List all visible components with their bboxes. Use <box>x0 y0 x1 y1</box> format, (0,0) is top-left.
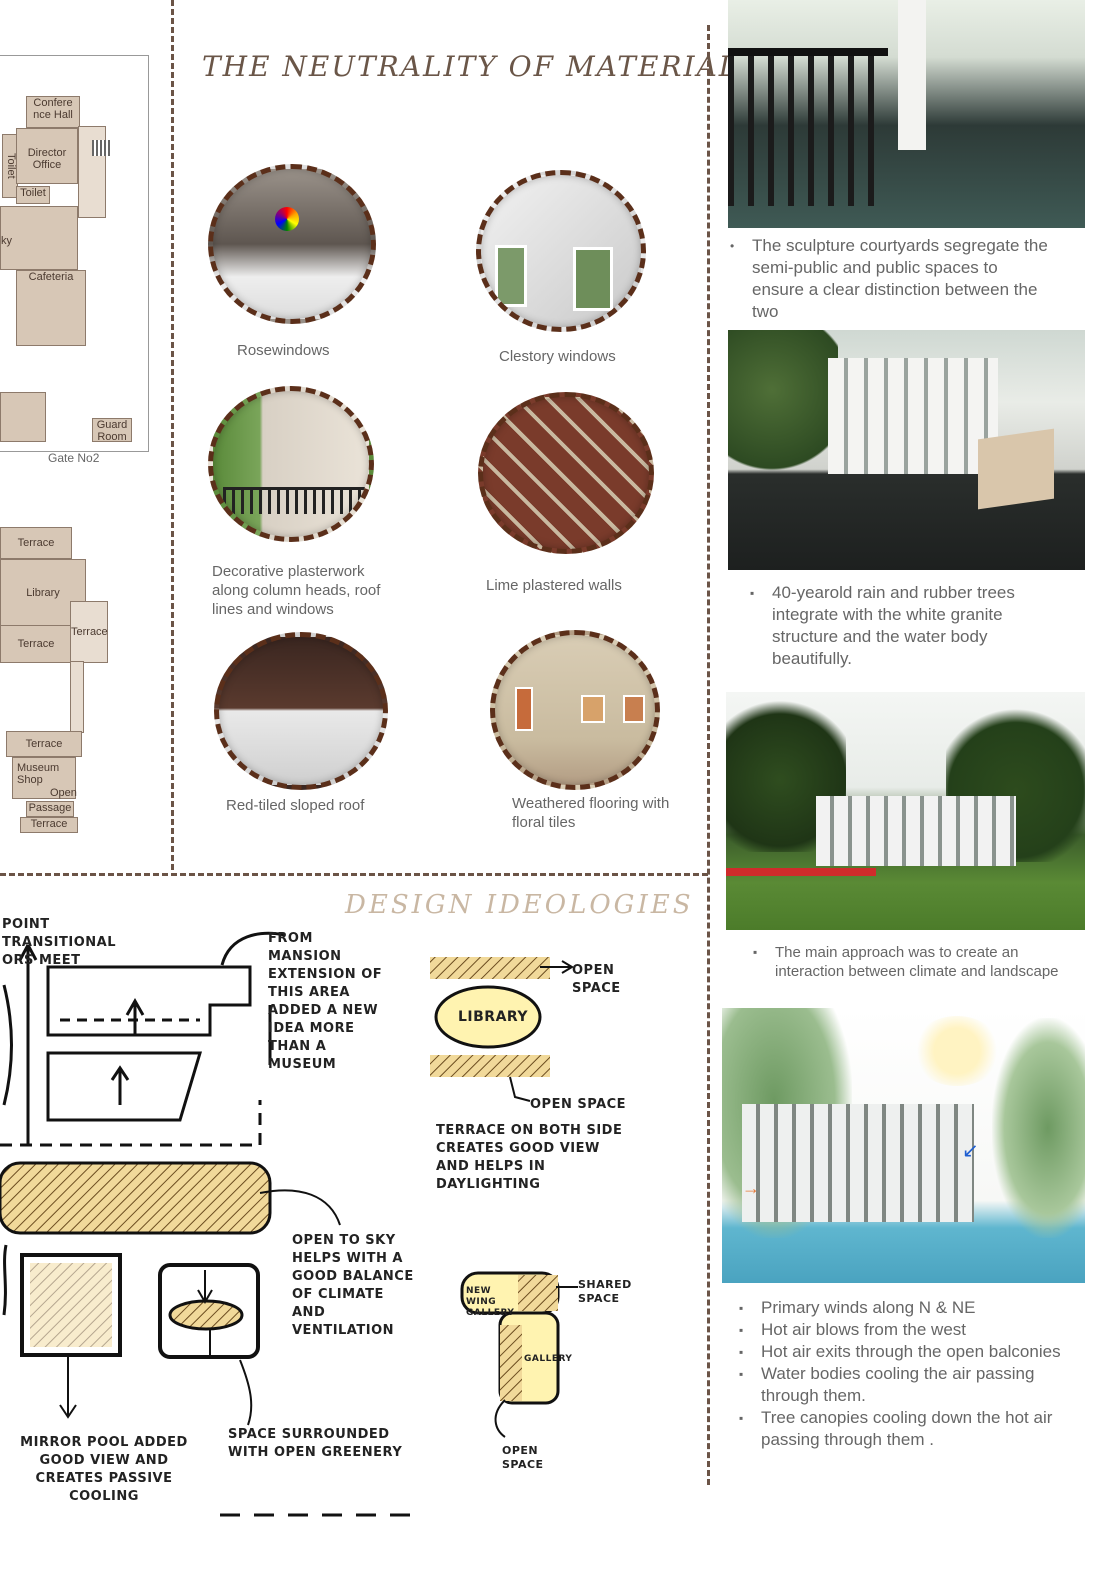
mirror-pool-hatch <box>0 1161 272 1235</box>
clerestory-window-icon-2 <box>573 247 613 311</box>
plan-terrace-2: Terrace <box>0 625 72 663</box>
material-circle-lime-walls <box>478 392 654 554</box>
caption-rosewindows: Rosewindows <box>237 342 330 359</box>
clerestory-window-icon <box>495 245 527 307</box>
plan-terrace-4: Terrace <box>6 731 82 757</box>
plan-corridor <box>70 661 84 733</box>
material-circle-clerestory <box>476 170 646 332</box>
tree-icon <box>728 330 838 480</box>
open-space-hatch-top <box>430 957 550 979</box>
bullet-sculpture-courtyards: •The sculpture courtyards segregate the … <box>730 236 1048 321</box>
sky-square-sketch <box>158 1263 260 1359</box>
material-title: THE NEUTRALITY OF MATERIAL <box>202 50 740 83</box>
plan-room-toilet: Toilet <box>16 186 50 204</box>
note-open-space-top: OPEN SPACE <box>572 963 621 996</box>
bullet-dot-icon: • <box>730 239 735 253</box>
note-open-space-gallery: OPEN SPACE <box>502 1444 544 1471</box>
building-icon <box>828 358 998 474</box>
bullet-dot-icon-2: ▪ <box>750 586 755 600</box>
sun-arc-icon <box>912 1016 1002 1086</box>
photo-white-building <box>728 330 1085 570</box>
plan-room-sky: ky <box>0 206 78 270</box>
railing-icon <box>223 487 369 514</box>
divider-vertical-right <box>707 25 710 1485</box>
wind-bullet-1: ▪Primary winds along N & NE <box>739 1298 976 1317</box>
plan-terrace-1: Terrace <box>0 527 72 559</box>
material-circle-tiled-roof <box>214 632 388 790</box>
design-title: DESIGN IDEOLOGIES <box>345 890 694 920</box>
note-mirror-pool: MIRROR POOL ADDED GOOD VIEW AND CREATES … <box>20 1435 188 1504</box>
open-space-hatch-bottom <box>430 1055 550 1077</box>
wind-bullet-4: ▪Water bodies cooling the air passing th… <box>739 1364 1035 1405</box>
divider-vertical-left <box>171 0 174 870</box>
note-open-space-bottom: OPEN SPACE <box>530 1097 627 1112</box>
bullet-dot-icon-4: ▪ <box>739 1301 744 1315</box>
note-gallery: GALLERY <box>524 1354 573 1364</box>
caption-lime-walls: Lime plastered walls <box>486 577 622 594</box>
plan-room-conference: Confere nce Hall <box>26 96 80 128</box>
plan-room-cafeteria: Cafeteria <box>16 270 86 346</box>
wind-bullet-5: ▪Tree canopies cooling down the hot air … <box>739 1408 1053 1449</box>
material-circle-plasterwork <box>208 386 374 542</box>
plan-museum-shop: Museum Shop <box>12 757 76 799</box>
painting-icon-3 <box>623 695 645 723</box>
wind-arrow-icon: ↙ <box>962 1140 979 1162</box>
plan-open-label: Open <box>50 787 77 799</box>
plan-room-director: Director Office <box>16 128 78 184</box>
photo-courtyard-balcony <box>728 0 1085 228</box>
bullet-rain-trees: ▪40-yearold rain and rubber trees integr… <box>750 583 1015 668</box>
railing-icon-large <box>728 48 888 206</box>
note-mansion-extension: FROM MANSION EXTENSION OF THIS AREA ADDE… <box>268 931 383 1072</box>
bullet-dot-icon-8: ▪ <box>739 1411 744 1425</box>
note-open-to-sky: OPEN TO SKY HELPS WITH A GOOD BALANCE OF… <box>292 1233 414 1338</box>
caption-plasterwork: Decorative plasterwork along column head… <box>212 563 381 618</box>
watercolor-tree-icon-2 <box>992 1018 1085 1238</box>
wind-bullet-2: ▪Hot air blows from the west <box>739 1320 967 1339</box>
note-library: LIBRARY <box>458 1009 529 1025</box>
bullet-dot-icon-3: ▪ <box>753 945 758 959</box>
library-ellipse <box>434 985 542 1049</box>
note-open-greenery: SPACE SURROUNDED WITH OPEN GREENERY <box>228 1427 403 1460</box>
wind-bullet-list: ▪Primary winds along N & NE ▪Hot air blo… <box>739 1297 1093 1451</box>
bullet-dot-icon-6: ▪ <box>739 1345 744 1359</box>
caption-clerestory: Clestory windows <box>499 348 616 365</box>
plan-terrace-3: Terrace <box>70 601 108 663</box>
wind-bullet-3: ▪Hot air exits through the open balconie… <box>739 1342 1061 1361</box>
note-terrace: TERRACE ON BOTH SIDE CREATES GOOD VIEW A… <box>436 1123 623 1192</box>
caption-tiled-roof: Red-tiled sloped roof <box>226 797 365 814</box>
bullet-dot-icon-7: ▪ <box>739 1367 744 1381</box>
photo-wind-diagram: ↙ → <box>722 1008 1085 1283</box>
divider-horizontal <box>0 873 708 876</box>
plan-stairs <box>92 140 110 156</box>
note-new-gallery: NEW WING GALLERY <box>466 1286 515 1318</box>
note-shared-space: SHARED SPACE <box>578 1278 632 1305</box>
caption-floral-tiles: Weathered flooring with floral tiles <box>512 795 670 831</box>
sculpture-panel-icon <box>978 428 1054 510</box>
hot-air-arrow-icon: → <box>742 1178 760 1198</box>
painting-icon <box>515 687 533 731</box>
museum-loop-sketch <box>0 931 286 1147</box>
photo-landscape-approach <box>726 692 1085 930</box>
material-circle-floral-tiles <box>490 630 660 790</box>
mansion-icon <box>816 796 1016 866</box>
column-icon <box>898 0 926 150</box>
bullet-climate-landscape: ▪The main approach was to create an inte… <box>753 944 1059 980</box>
floor-plan-top: Confere nce Hall Toilet Director Office … <box>0 55 149 465</box>
floor-plan-bottom: Terrace Library Terrace Terrace Terrace … <box>0 525 112 835</box>
mansion-watercolor-icon <box>742 1104 974 1222</box>
plan-gate-label: Gate No2 <box>48 451 100 465</box>
design-sketch-svg <box>0 931 578 1517</box>
material-circle-rosewindow <box>208 164 376 324</box>
bullet-dot-icon-5: ▪ <box>739 1323 744 1337</box>
plan-room-guard: Guard Room <box>92 418 132 443</box>
pool-square-sketch <box>20 1253 122 1357</box>
plan-room-lower <box>0 392 46 442</box>
note-transitional-point: POINT TRANSITIONAL ORS MEET <box>2 917 116 968</box>
rosewindow-icon <box>275 207 299 231</box>
flowerbed-icon <box>726 868 876 876</box>
painting-icon-2 <box>581 695 605 723</box>
plan-passage: Passage <box>26 801 74 817</box>
plan-terrace-5: Terrace <box>20 817 78 833</box>
